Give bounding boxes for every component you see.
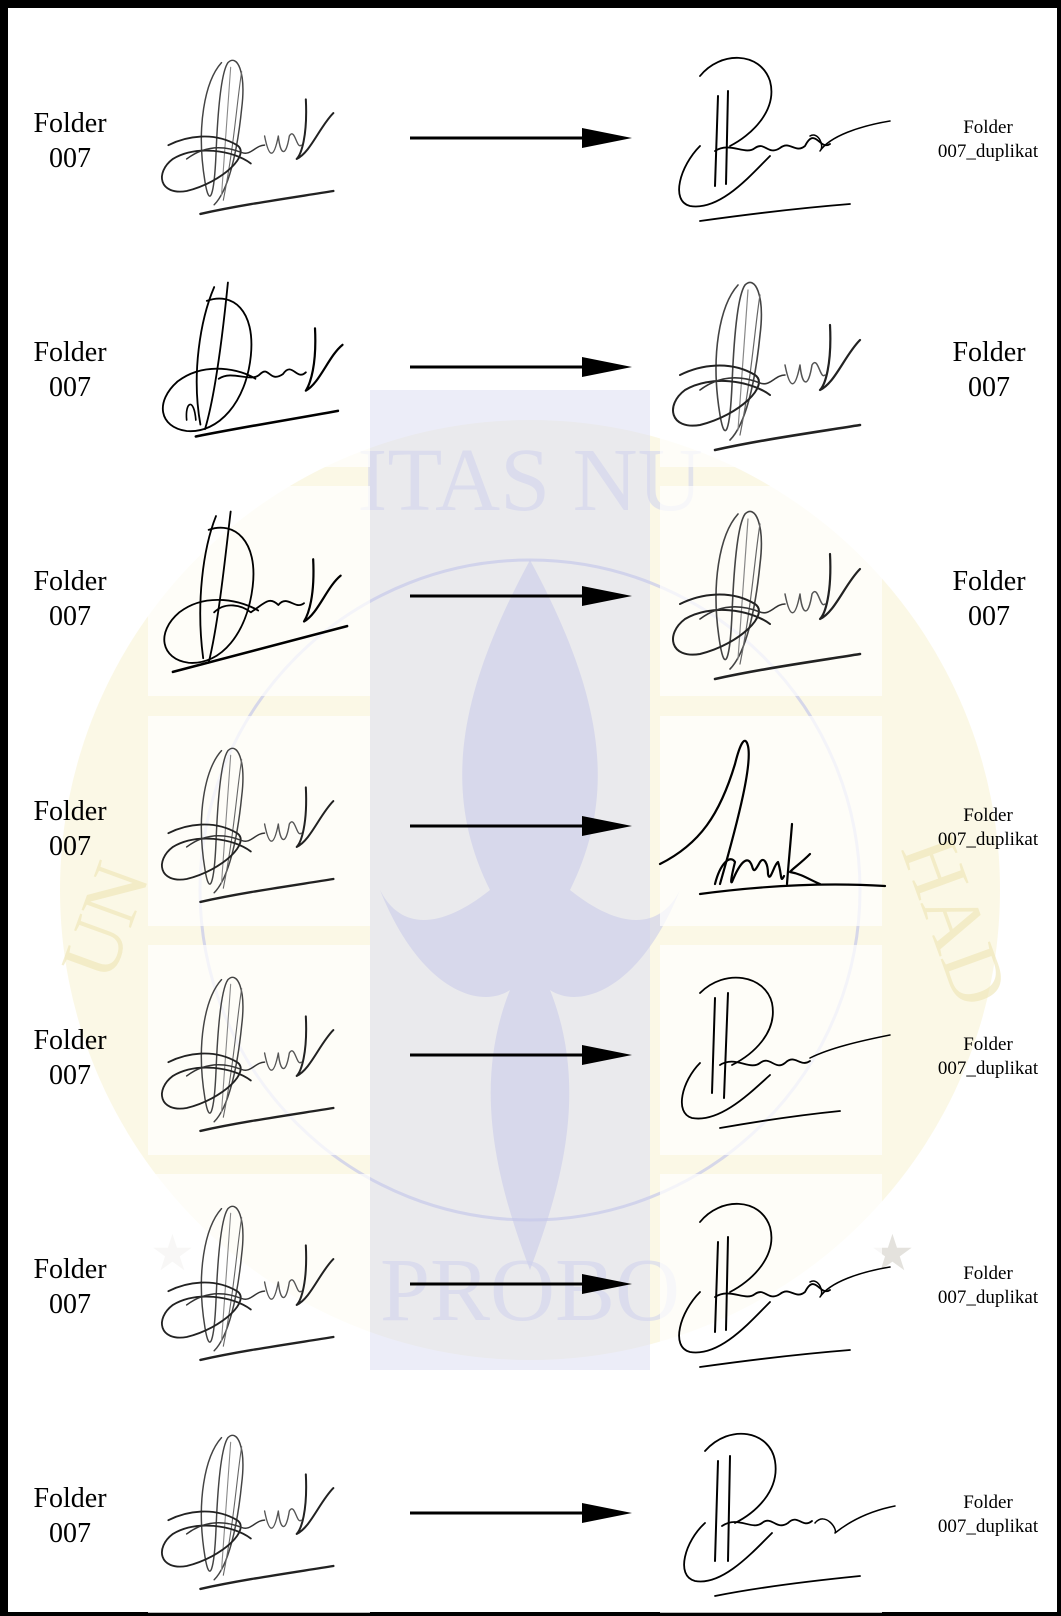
matched-signature-image xyxy=(683,1432,896,1597)
matched-signature-image xyxy=(671,281,862,452)
left-signature-background xyxy=(148,486,370,696)
left-folder-label: Folder 007 xyxy=(33,1483,107,1549)
matched-signature-image xyxy=(658,739,887,896)
right-folder-label: Folder 007_duplikat xyxy=(937,117,1039,162)
left-folder-label: Folder 007 xyxy=(33,337,107,403)
right-folder-label: Folder 007 xyxy=(952,566,1026,632)
left-signature-background xyxy=(148,257,370,467)
right-arrow-icon xyxy=(410,1274,632,1294)
comparison-row: Folder 007 Folder 007_duplikat xyxy=(0,1393,1061,1616)
query-signature-image xyxy=(160,59,335,216)
query-signature-image xyxy=(160,976,335,1133)
comparison-row: Folder 007 Folder 007 xyxy=(0,476,1061,699)
query-signature-image xyxy=(161,281,344,438)
comparison-row: Folder 007 Folder 007_duplikat xyxy=(0,935,1061,1158)
matched-signature-image xyxy=(671,510,862,681)
left-folder-label: Folder 007 xyxy=(33,566,107,632)
left-folder-label: Folder 007 xyxy=(33,108,107,174)
right-folder-label: Folder 007_duplikat xyxy=(937,1263,1039,1308)
comparison-row: Folder 007 Folder 007 xyxy=(0,247,1061,470)
right-folder-label: Folder 007_duplikat xyxy=(937,1492,1039,1537)
left-folder-label: Folder 007 xyxy=(33,796,107,862)
comparison-row: Folder 007 Folder 007_duplikat xyxy=(0,1164,1061,1387)
comparison-row: Folder 007 Folder 007_duplikat xyxy=(0,18,1061,241)
query-signature-image xyxy=(162,510,349,674)
matched-signature-image xyxy=(678,56,891,222)
comparison-row: Folder 007 Folder 007_duplikat xyxy=(0,706,1061,929)
right-folder-label: Folder 007 xyxy=(952,337,1026,403)
matched-signature-image xyxy=(678,1202,891,1368)
right-arrow-icon xyxy=(410,357,632,377)
query-signature-image xyxy=(160,1434,335,1591)
query-signature-image xyxy=(160,1205,335,1362)
right-arrow-icon xyxy=(410,816,632,836)
left-folder-label: Folder 007 xyxy=(33,1025,107,1091)
right-signature-background xyxy=(660,716,882,926)
query-signature-image xyxy=(160,747,335,904)
right-arrow-icon xyxy=(410,1503,632,1523)
right-arrow-icon xyxy=(410,586,632,606)
right-folder-label: Folder 007_duplikat xyxy=(937,805,1039,850)
left-folder-label: Folder 007 xyxy=(33,1254,107,1320)
right-arrow-icon xyxy=(410,1045,632,1065)
matched-signature-image xyxy=(680,976,891,1129)
right-folder-label: Folder 007_duplikat xyxy=(937,1034,1039,1079)
right-arrow-icon xyxy=(410,128,632,148)
